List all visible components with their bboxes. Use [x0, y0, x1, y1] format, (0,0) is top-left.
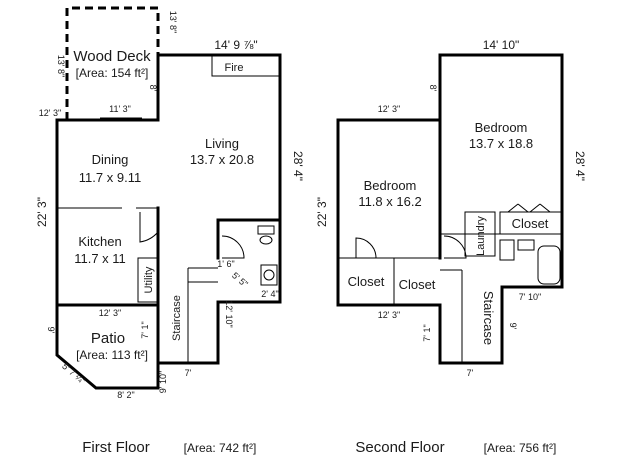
toilet [260, 264, 278, 286]
utility-closet [137, 257, 159, 303]
dim-2-4: 2' 4" [261, 289, 278, 299]
closet-a-label: Closet [348, 274, 385, 289]
wood-deck-area: [Area: 154 ft²] [76, 66, 149, 80]
dim-28-4-second: 28' 4" [573, 151, 587, 181]
dim-12-3-bottom-second: 12' 3" [378, 310, 400, 320]
dim-12-3-top-second: 12' 3" [378, 104, 400, 114]
bedroom1-label: Bedroom [364, 178, 417, 193]
dining-size: 11.7 x 9.11 [79, 170, 141, 185]
patio-area: [Area: 113 ft²] [76, 348, 148, 362]
first-floor-caption: First Floor [82, 439, 150, 456]
fire-label: Fire [225, 62, 244, 74]
dim-8-second: 8' [428, 85, 438, 92]
dim-8-2: 8' 2" [117, 390, 134, 400]
bath-door [221, 235, 245, 259]
dim-14-10: 14' 10" [483, 38, 520, 52]
dim-deck-top: 11' 3" [109, 104, 131, 114]
bedroom2-label: Bedroom [475, 120, 528, 135]
living-size: 13.7 x 20.8 [190, 152, 254, 167]
first-floor-plan: Wood Deck [Area: 154 ft²] Living 13.7 x … [35, 6, 305, 456]
staircase-2-label: Staircase [481, 291, 496, 345]
dim-12-3-patio: 12' 3" [99, 308, 121, 318]
dim-9-10: 9' 10" [158, 371, 168, 393]
bedroom1-size: 11.8 x 16.2 [358, 194, 421, 209]
dim-7-1-first: 7' 1" [140, 321, 150, 338]
dining-label: Dining [92, 152, 129, 167]
second-floor-exterior-wall [336, 53, 564, 365]
wood-deck-outline [65, 6, 160, 120]
dim-9-patio: 9' [46, 327, 56, 334]
dim-7-second: 7' [467, 368, 474, 378]
dim-12-3-left: 12' 3" [39, 108, 61, 118]
living-label: Living [205, 136, 239, 151]
sink-2 [517, 239, 535, 251]
dim-22-3-second: 22' 3" [315, 197, 329, 227]
dim-8-first: 8' [148, 85, 158, 92]
dim-5-5: 5' 5" [230, 270, 250, 289]
toilet-2 [499, 239, 515, 261]
closet-b-label: Closet [399, 277, 436, 292]
fireplace [211, 55, 280, 77]
patio-outline [55, 303, 160, 390]
kitchen-size: 11.7 x 11 [74, 251, 126, 266]
dim-deck-left: 13' 8" [56, 55, 66, 77]
dim-5-7: 5' 7 ¼" [60, 361, 87, 386]
dim-22-3-first: 22' 3" [35, 197, 49, 227]
dim-12-10: 12' 10" [224, 300, 234, 327]
bedroom2-size: 13.7 x 18.8 [469, 136, 533, 151]
wood-deck-label: Wood Deck [73, 48, 151, 65]
dim-deck-right: 13' 8" [168, 11, 178, 33]
second-floor-plan: Bedroom 11.8 x 16.2 Bedroom 13.7 x 18.8 … [315, 38, 587, 456]
dim-7-first: 7' [185, 368, 192, 378]
dim-7-10: 7' 10" [519, 292, 541, 302]
dim-28-4-first: 28' 4" [291, 151, 305, 181]
kitchen-label: Kitchen [78, 234, 121, 249]
staircase-label: Staircase [171, 295, 183, 341]
dining-door [139, 212, 159, 243]
utility-label: Utility [143, 266, 155, 293]
dim-1-6: 1' 6" [217, 259, 234, 269]
bathtub [537, 245, 561, 285]
dim-9-second: 9' [508, 323, 518, 330]
second-floor-caption: Second Floor [355, 439, 444, 456]
sink [257, 225, 275, 235]
patio-label: Patio [91, 330, 125, 347]
first-floor-exterior-wall [55, 53, 282, 365]
dim-living-top: 14' 9 ⅞" [214, 38, 257, 52]
laundry-label: Laundry [475, 216, 487, 256]
closet-door [355, 237, 377, 259]
bath-door-2 [443, 235, 467, 259]
second-floor-area: [Area: 756 ft²] [484, 441, 557, 455]
dim-7-1-second: 7' 1" [422, 324, 432, 341]
closet-c-label: Closet [512, 216, 549, 231]
first-floor-area: [Area: 742 ft²] [184, 441, 257, 455]
